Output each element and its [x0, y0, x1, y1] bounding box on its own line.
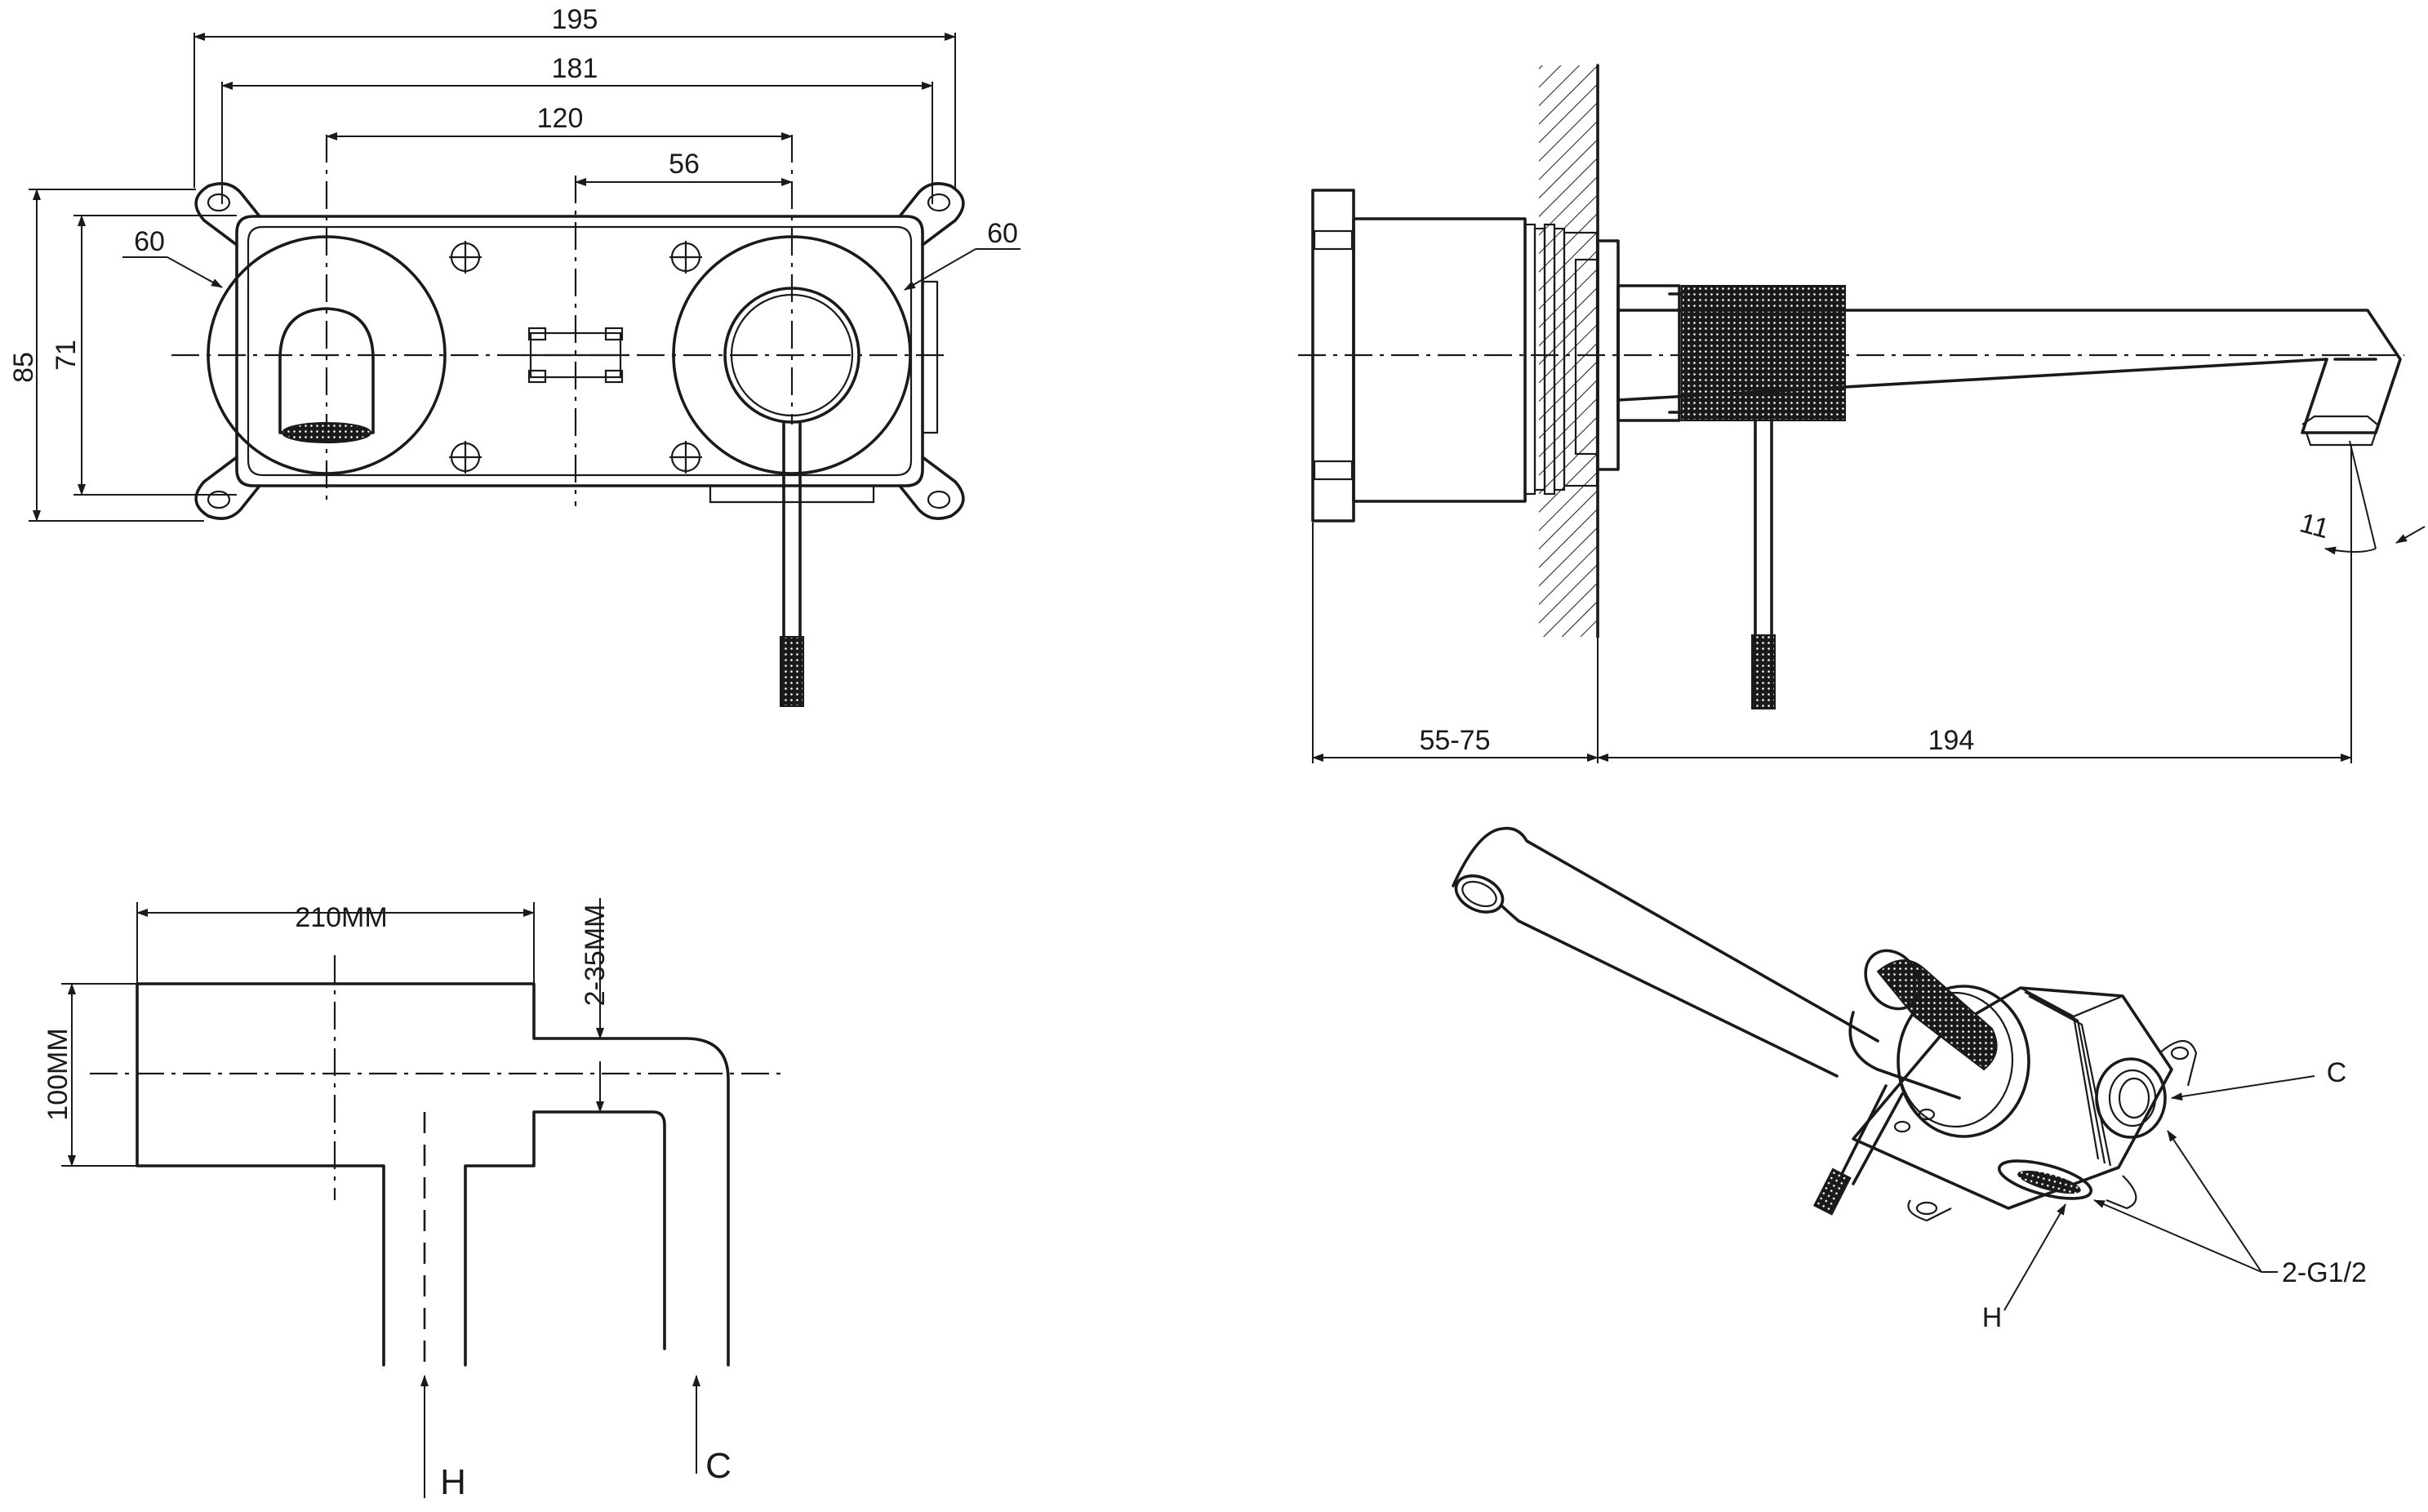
dim-r60-left: 60 — [134, 226, 165, 257]
iso-label-cold: C — [2327, 1057, 2347, 1088]
valve-body — [1352, 217, 1527, 503]
iso-cold-inlet — [2095, 1057, 2167, 1139]
side-tab — [923, 280, 939, 434]
wall-hatch — [1539, 65, 1598, 637]
dim-55-75: 55-75 — [1420, 725, 1491, 756]
plan-label-hot: H — [440, 1462, 466, 1502]
side-lever-grip — [1751, 634, 1776, 709]
iso-lever-grip — [1812, 1167, 1852, 1216]
lever-grip — [780, 636, 804, 707]
dim-120: 120 — [537, 103, 584, 134]
plan-body-outline — [136, 982, 730, 1367]
dim-angle-11: 11 — [2297, 507, 2332, 545]
side-handle-knurl — [1681, 285, 1846, 421]
iso-view: C 2-G1/2 H — [1452, 826, 2367, 1333]
front-view: 195 181 120 56 85 71 60 60 — [8, 4, 1021, 707]
mounting-ears — [194, 182, 965, 520]
dim-194: 194 — [1928, 725, 1975, 756]
side-view: 55-75 194 11 — [1298, 64, 2426, 763]
dim-56: 56 — [669, 149, 700, 180]
bottom-tab — [709, 486, 875, 504]
mounting-plate — [235, 215, 924, 487]
spout-outlet — [278, 307, 375, 434]
iso-hot-inlet-thread — [2017, 1170, 2081, 1194]
iso-spout — [1452, 826, 1879, 1078]
iso-hot-inlet — [1997, 1159, 2093, 1200]
mounting-plate-inner — [247, 225, 913, 477]
iso-handle-knurl — [1876, 959, 1998, 1071]
side-lever — [1754, 419, 1773, 638]
dim-r60-right: 60 — [987, 218, 1018, 249]
dim-210mm: 210MM — [295, 902, 387, 933]
dim-195: 195 — [552, 4, 598, 35]
dim-85: 85 — [8, 352, 39, 383]
dim-100mm: 100MM — [42, 1028, 73, 1120]
plan-view: 210MM 100MM 2-35MM H C — [42, 898, 788, 1502]
side-spout — [1616, 309, 2402, 434]
screws — [449, 241, 702, 474]
plan-label-cold: C — [705, 1446, 732, 1486]
dim-181: 181 — [552, 53, 598, 84]
handle-lever — [782, 420, 802, 643]
dim-2-35mm: 2-35MM — [580, 905, 611, 1007]
iso-lever — [1839, 1084, 1904, 1185]
dim-71: 71 — [51, 340, 82, 371]
iso-label-thread: 2-G1/2 — [2282, 1257, 2367, 1288]
iso-label-hot: H — [1982, 1302, 2003, 1333]
